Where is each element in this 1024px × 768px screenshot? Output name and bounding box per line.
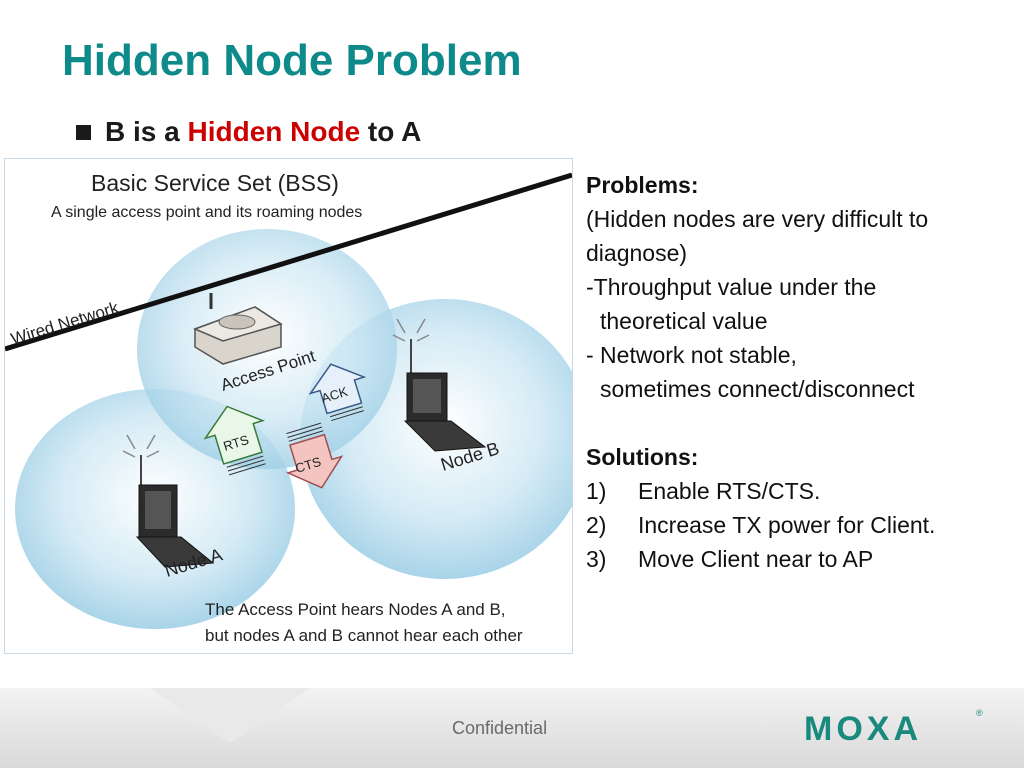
- problem-item-1-line1: -Throughput value under the: [586, 274, 877, 300]
- footer-bar: Confidential MOXA ®: [0, 688, 1024, 768]
- bullet-text-post: to A: [360, 116, 422, 147]
- problems-heading: Problems:: [586, 172, 699, 198]
- bss-title: Basic Service Set (BSS): [91, 170, 339, 196]
- access-point-icon: [192, 293, 283, 365]
- solution-text: Increase TX power for Client.: [638, 512, 936, 538]
- diagram-caption-line1: The Access Point hears Nodes A and B,: [205, 600, 506, 619]
- rts-arrow: [203, 405, 266, 476]
- problems-solutions-panel: Problems: (Hidden nodes are very difficu…: [586, 168, 1018, 576]
- solution-item: 1) Enable RTS/CTS.: [586, 474, 1018, 508]
- bullet-point: B is a Hidden Node to A: [76, 116, 421, 148]
- ack-arrow: [308, 363, 367, 422]
- registered-mark: ®: [976, 708, 983, 718]
- square-bullet-icon: [76, 124, 91, 140]
- solution-number: 1): [586, 478, 607, 504]
- solution-item: 2) Increase TX power for Client.: [586, 508, 1018, 542]
- solution-number: 2): [586, 512, 607, 538]
- bullet-text-pre: B is a: [105, 116, 188, 147]
- confidential-label: Confidential: [452, 718, 548, 738]
- bss-diagram: Wired Network Basic Service Set (BSS) A …: [4, 158, 573, 654]
- problems-note-line1: (Hidden nodes are very difficult to: [586, 206, 929, 232]
- cts-arrow: [285, 422, 344, 489]
- footer-decoration: [150, 688, 310, 743]
- problem-item-2-line1: - Network not stable,: [586, 342, 797, 368]
- solutions-heading: Solutions:: [586, 444, 699, 470]
- bullet-highlight: Hidden Node: [187, 116, 361, 147]
- problems-note-line2: diagnose): [586, 240, 688, 266]
- problem-item-2-line2: sometimes connect/disconnect: [600, 376, 915, 402]
- node-b-laptop-icon: [392, 318, 487, 452]
- cts-label: CTS: [293, 454, 323, 476]
- solution-text: Move Client near to AP: [638, 546, 874, 572]
- bss-subtitle: A single access point and its roaming no…: [51, 204, 362, 221]
- moxa-logo: MOXA: [804, 710, 922, 748]
- wired-network-line: [5, 172, 572, 352]
- rts-label: RTS: [221, 432, 250, 454]
- solution-text: Enable RTS/CTS.: [638, 478, 821, 504]
- solution-item: 3) Move Client near to AP: [586, 542, 1018, 576]
- solution-number: 3): [586, 546, 607, 572]
- wired-network-label: Wired Network: [9, 298, 122, 349]
- diagram-caption-line2: but nodes A and B cannot hear each other: [205, 626, 523, 645]
- node-a-laptop-icon: [122, 434, 215, 568]
- problem-item-1-line2: theoretical value: [600, 308, 768, 334]
- page-title: Hidden Node Problem: [62, 36, 522, 85]
